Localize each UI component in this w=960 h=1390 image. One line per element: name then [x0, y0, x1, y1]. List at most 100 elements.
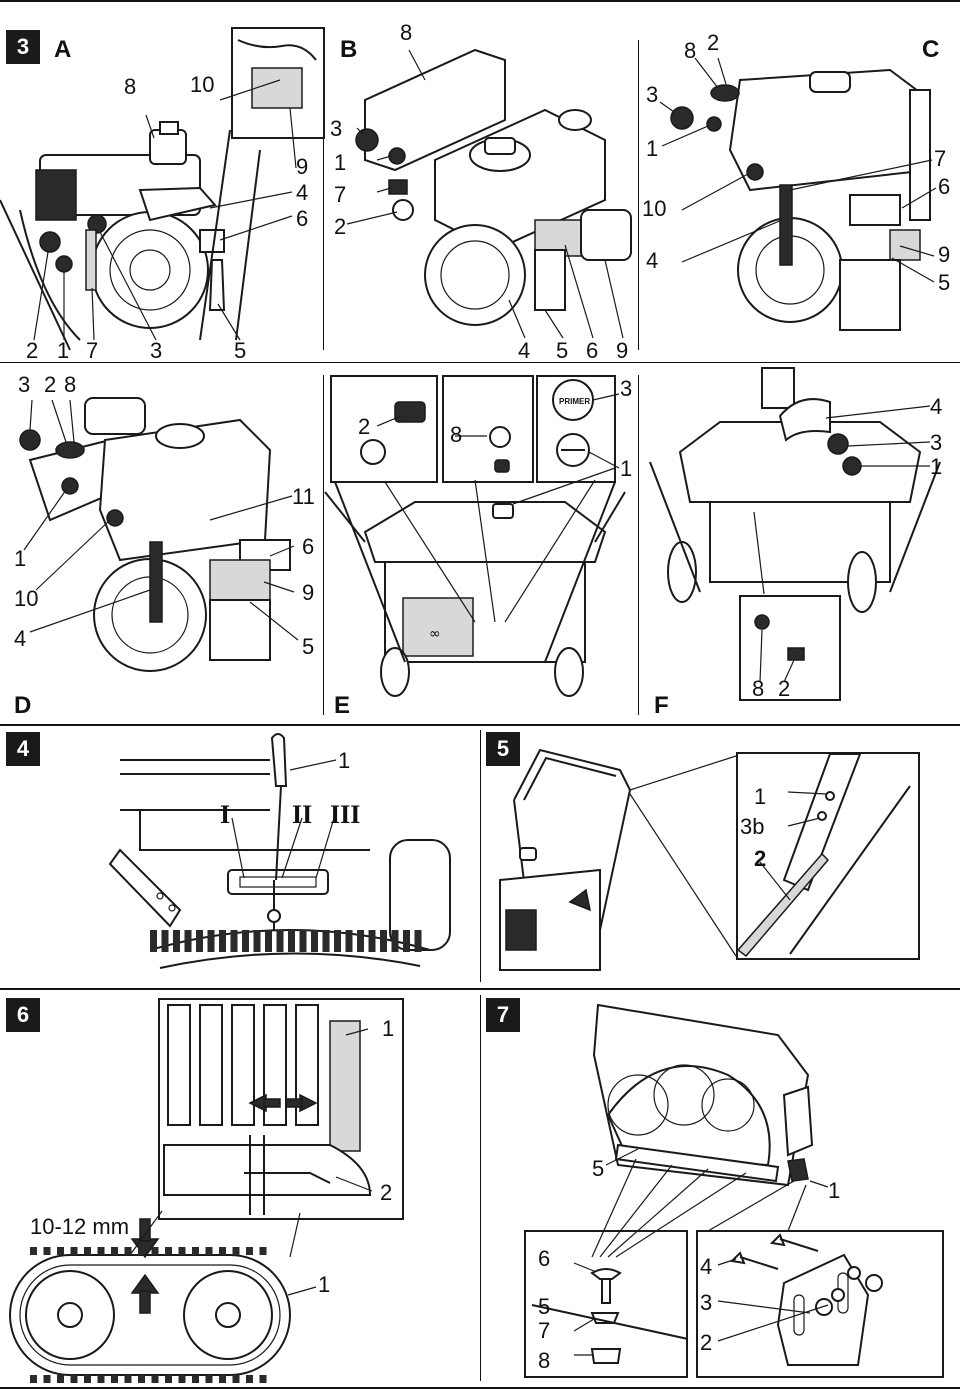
track-tooth	[173, 930, 180, 952]
track-tooth	[43, 1375, 51, 1383]
panel-b-callout-4: 4	[518, 338, 531, 363]
primer-text: PRIMER	[559, 397, 590, 406]
panel-f-callout-2: 2	[778, 676, 791, 701]
track-tooth	[138, 1247, 145, 1255]
panel-d-callout-2: 2	[44, 372, 57, 397]
panel-b-callout-9: 9	[616, 338, 629, 363]
track-tooth	[276, 930, 284, 952]
track-tooth	[192, 1375, 199, 1383]
top-border	[0, 0, 960, 2]
figure-6-measure-label: 10-12 mm	[30, 1214, 130, 1239]
track-tooth	[259, 1375, 267, 1383]
figure-7-tag: 7	[486, 998, 520, 1032]
figure-3-tag: 3	[6, 30, 40, 64]
panel-b-callout-2: 2	[334, 214, 347, 239]
panel-b-letter: B	[340, 36, 358, 63]
panel-a-callout-2: 2	[26, 338, 39, 363]
divider-col1	[323, 40, 324, 350]
divider-fig3-bottom	[0, 724, 960, 726]
track-tooth	[403, 930, 410, 952]
track-tooth	[57, 1247, 64, 1255]
panel-d-engine-drawing	[19, 397, 299, 672]
panel-a-callout-5: 5	[234, 338, 247, 363]
figure-7-callout-2: 2	[700, 1330, 713, 1355]
track-tooth	[57, 1375, 64, 1383]
panel-e-machine-drawing: PRIMER ∞	[324, 379, 626, 697]
figure-6-callout-1-top: 1	[382, 1016, 395, 1041]
figure-5-tag: 5	[486, 732, 520, 766]
divider-col2b	[638, 375, 639, 715]
track-tooth	[219, 1375, 226, 1383]
panel-d-callout-4: 4	[14, 626, 27, 651]
panel-a-letter: A	[54, 36, 72, 63]
panel-c-callout-8: 8	[684, 38, 697, 63]
track-tooth	[414, 930, 422, 952]
panel-c-callout-4: 4	[646, 248, 659, 273]
panel-e-callout-2: 2	[358, 414, 371, 439]
track-tooth	[150, 930, 157, 952]
track-tooth	[30, 1375, 37, 1383]
panel-d-letter: D	[14, 692, 32, 719]
track-tooth	[30, 1247, 37, 1255]
track-tooth	[111, 1247, 118, 1255]
track-tooth	[299, 930, 307, 952]
panel-c-callout-9: 9	[938, 242, 951, 267]
track-tooth	[165, 1375, 172, 1383]
panel-e-callout-3: 3	[620, 376, 633, 401]
track-tooth	[205, 1247, 213, 1255]
figure-7-callout-4: 4	[700, 1254, 713, 1279]
divider-fig45	[480, 730, 481, 982]
track-tooth	[242, 930, 249, 952]
panel-c-callout-10: 10	[642, 196, 667, 221]
bottom-border	[0, 1387, 960, 1389]
figure-7-callout-6: 6	[538, 1246, 551, 1271]
panel-d-callout-9: 9	[302, 580, 315, 605]
track-tooth	[97, 1247, 105, 1255]
panel-b-callout-8: 8	[400, 20, 413, 45]
panel-c-letter: C	[922, 36, 940, 63]
divider-fig67	[480, 995, 481, 1381]
track-tooth	[219, 1247, 226, 1255]
panel-c-callout-7: 7	[934, 146, 947, 171]
figure-6-tag: 6	[6, 998, 40, 1032]
figure-7-callout-7: 7	[538, 1318, 551, 1343]
figure-4-position-iii: III	[330, 800, 361, 829]
track-tooth	[265, 930, 272, 952]
panel-f-callout-3: 3	[930, 430, 943, 455]
panel-d-callout-1: 1	[14, 546, 27, 571]
track-tooth	[246, 1247, 253, 1255]
panel-b-engine-drawing	[346, 48, 632, 339]
track-tooth	[391, 930, 399, 952]
panel-f-machine-drawing	[649, 367, 941, 701]
panel-d-callout-5: 5	[302, 634, 315, 659]
panel-b-callout-5: 5	[556, 338, 569, 363]
figure-4-track-teeth	[150, 930, 422, 952]
track-tooth	[232, 1247, 240, 1255]
panel-a-callout-8: 8	[124, 74, 137, 99]
track-tooth	[322, 930, 330, 952]
divider-col2	[638, 40, 639, 350]
figure-7-callout-1: 1	[828, 1178, 841, 1203]
figure-7-callout-3: 3	[700, 1290, 713, 1315]
svg-text:∞: ∞	[429, 626, 441, 642]
panel-b-callout-6: 6	[586, 338, 599, 363]
track-tooth	[196, 930, 203, 952]
track-tooth	[124, 1375, 132, 1383]
track-tooth	[124, 1247, 132, 1255]
panel-e-inset-2	[442, 375, 534, 483]
divider-row1	[0, 362, 960, 363]
figure-5-handle-drawing	[499, 748, 911, 971]
panel-d-callout-8: 8	[64, 372, 77, 397]
track-tooth	[232, 1375, 240, 1383]
figure-4-tag: 4	[6, 732, 40, 766]
panel-c-callout-2: 2	[707, 30, 720, 55]
track-tooth	[311, 930, 318, 952]
figure-5-callout-1: 1	[754, 784, 767, 809]
track-tooth	[246, 1375, 253, 1383]
track-tooth	[70, 1247, 78, 1255]
track-tooth	[84, 1247, 91, 1255]
track-tooth	[345, 930, 353, 952]
panel-a-callout-3: 3	[150, 338, 163, 363]
track-tooth	[259, 1247, 267, 1255]
panel-f-callout-8: 8	[752, 676, 765, 701]
